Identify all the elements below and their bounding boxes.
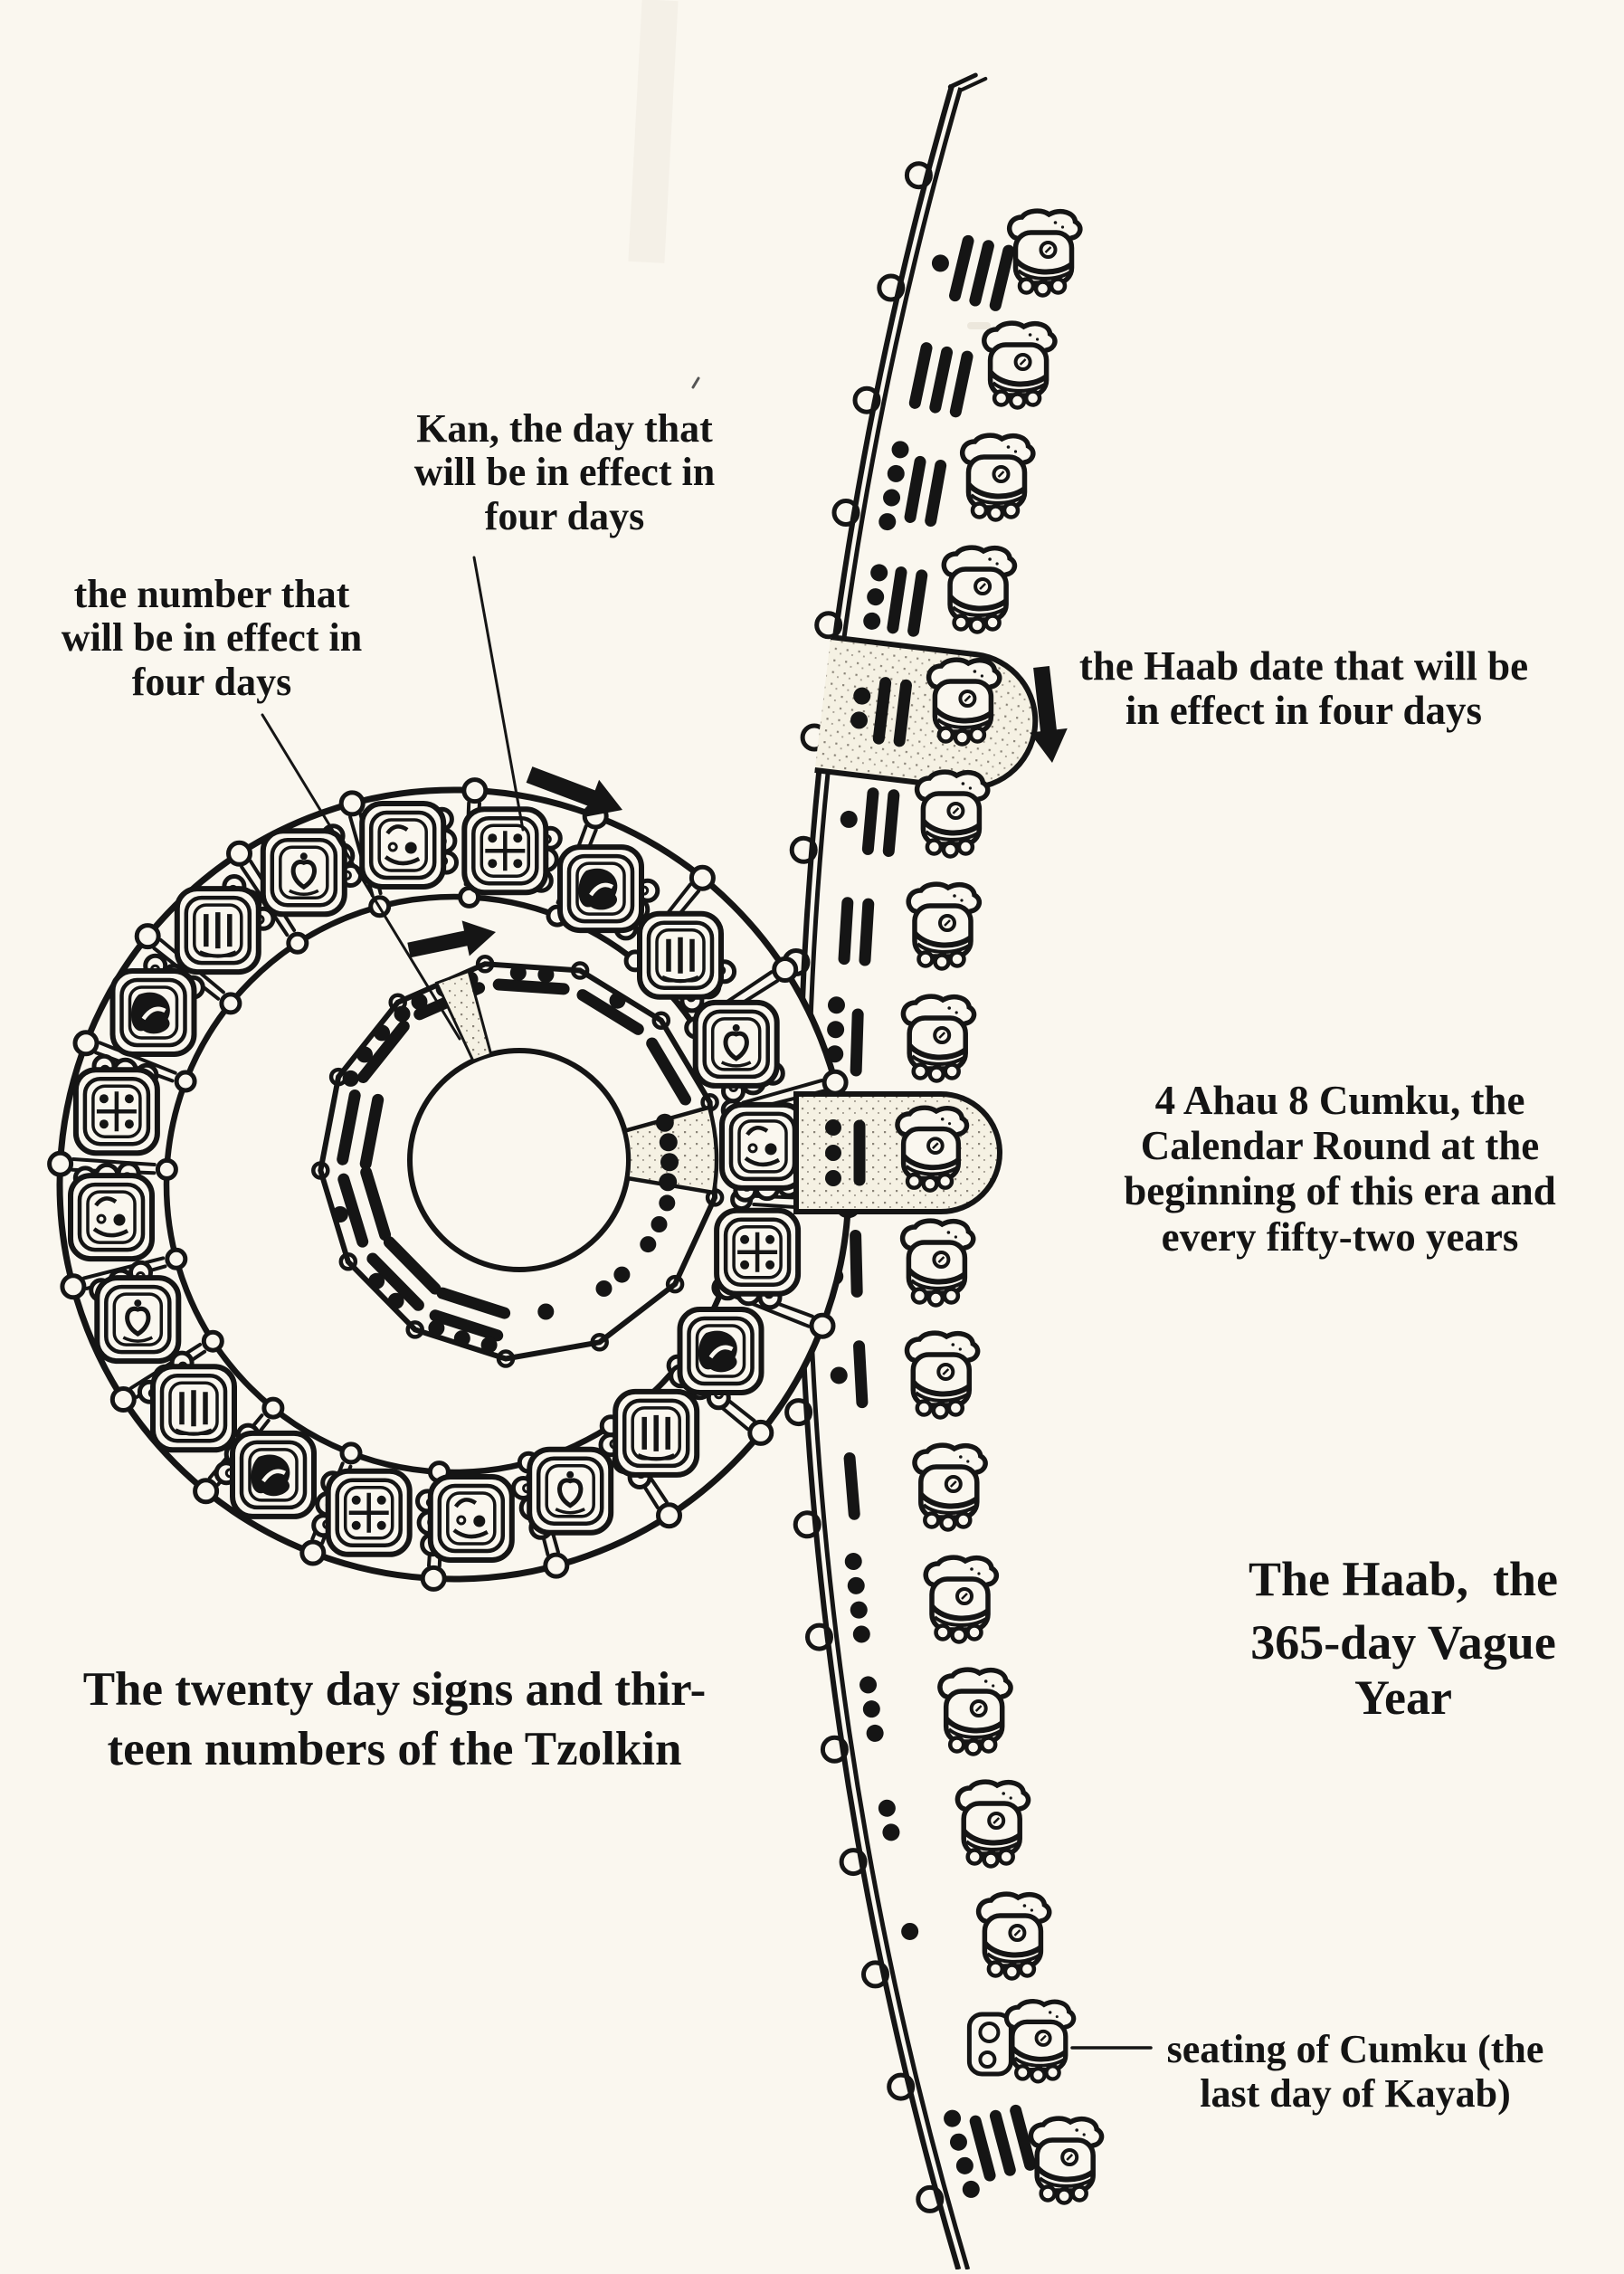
svg-text:in effect in four days: in effect in four days bbox=[1125, 688, 1482, 733]
svg-text:the number that: the number that bbox=[74, 572, 350, 616]
svg-text:four days: four days bbox=[132, 660, 291, 704]
svg-text:will be in effect in: will be in effect in bbox=[414, 450, 715, 494]
svg-text:the Haab date that will be: the Haab date that will be bbox=[1079, 643, 1528, 689]
svg-text:The twenty day signs and thir-: The twenty day signs and thir- bbox=[83, 1663, 707, 1716]
svg-text:4 Ahau 8 Cumku, the: 4 Ahau 8 Cumku, the bbox=[1155, 1078, 1525, 1123]
svg-text:will be in effect in: will be in effect in bbox=[62, 615, 362, 660]
svg-text:Year: Year bbox=[1354, 1670, 1452, 1725]
svg-text:Kan, the day that: Kan, the day that bbox=[416, 406, 713, 451]
svg-text:every fifty-two years: every fifty-two years bbox=[1162, 1214, 1519, 1260]
svg-text:beginning of this era and: beginning of this era and bbox=[1124, 1168, 1556, 1213]
svg-text:365-day Vague: 365-day Vague bbox=[1250, 1615, 1556, 1670]
svg-text:last day of Kayab): last day of Kayab) bbox=[1200, 2071, 1510, 2116]
svg-text:four days: four days bbox=[485, 494, 644, 538]
svg-text:teen numbers of the Tzolkin: teen numbers of the Tzolkin bbox=[107, 1723, 681, 1775]
svg-text:seating of Cumku (the: seating of Cumku (the bbox=[1167, 2027, 1544, 2071]
svg-text:Calendar Round at the: Calendar Round at the bbox=[1141, 1123, 1540, 1168]
svg-text:The Haab, the: The Haab, the bbox=[1249, 1552, 1558, 1606]
